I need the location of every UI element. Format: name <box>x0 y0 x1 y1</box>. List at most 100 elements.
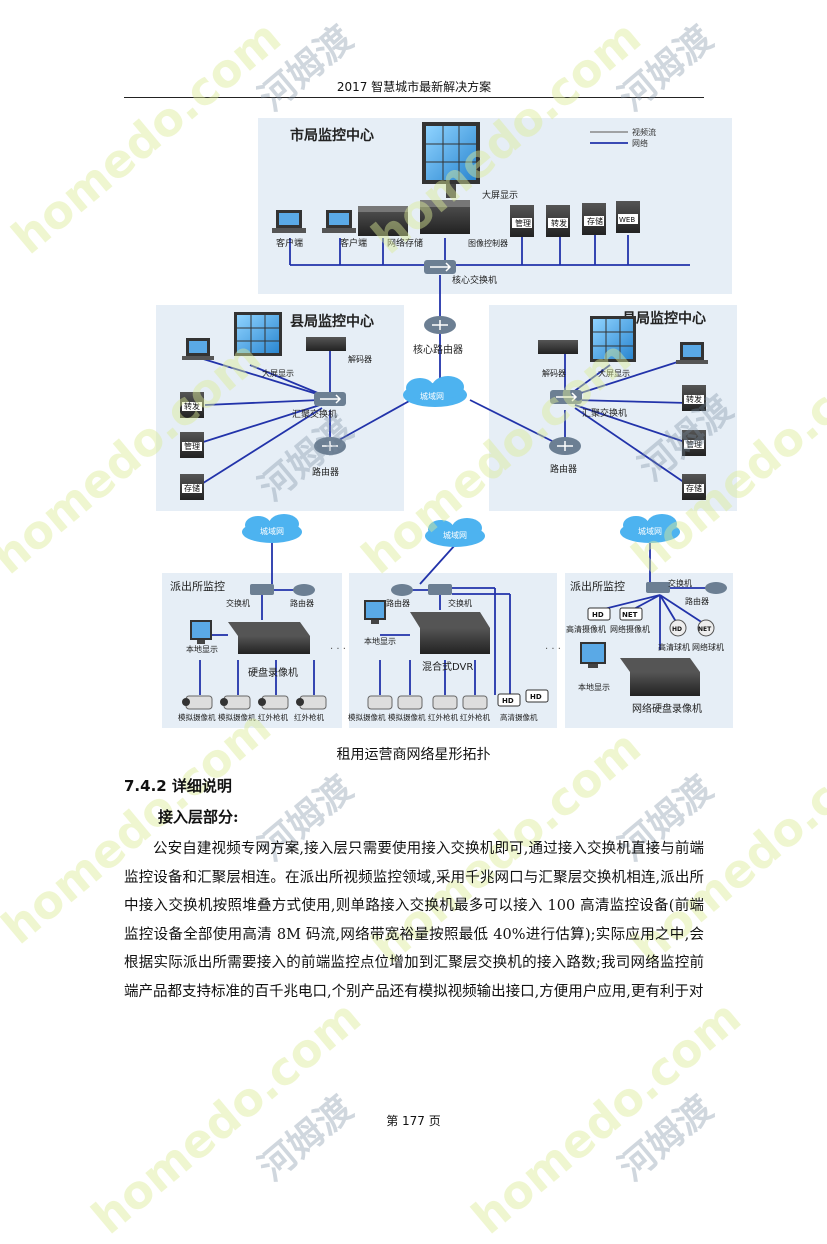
county-right-big-screen-label: 大屏显示 <box>598 368 630 378</box>
county-right-switch-label: 汇聚交换机 <box>582 407 627 419</box>
station-left-cam-4: 红外枪机 <box>294 712 324 722</box>
county-right-title: 县局监控中心 <box>622 310 706 327</box>
county-left-big-screen-label: 大屏显示 <box>262 368 294 378</box>
station-right-hd-dome-label: 高清球机 <box>658 642 690 652</box>
county-left-pc-icon <box>182 338 214 360</box>
station-right-switch-label: 交换机 <box>668 578 692 588</box>
station-right-net-cam-label: 网络摄像机 <box>610 624 650 634</box>
station-mid-wan-label: 城域网 <box>443 530 467 540</box>
core-router-label: 核心路由器 <box>413 343 463 356</box>
station-left-cam-1: 模拟摄像机 <box>178 712 216 722</box>
county-right-big-screen-icon <box>590 316 636 362</box>
station-mid-wan-cloud-icon <box>425 518 485 547</box>
station-right-net-dome-label: 网络球机 <box>692 642 724 652</box>
county-left-big-screen-icon <box>234 312 282 356</box>
page-number: 第 177 页 <box>386 1114 441 1128</box>
wan-label: 城域网 <box>420 391 444 401</box>
city-big-screen-label: 大屏显示 <box>482 189 518 201</box>
station-right-monitor-icon <box>580 642 606 668</box>
figure-caption: 租用运营商网络星形拓扑 <box>336 747 491 763</box>
county-right-server-storage: 存储 <box>686 483 702 493</box>
county-left-decoder-icon <box>306 337 346 351</box>
station-left-wan-label: 城域网 <box>260 526 284 536</box>
city-server-storage: 存储 <box>587 216 603 226</box>
county-right-decoder-label: 解码器 <box>542 368 566 378</box>
watermark-cn: 河姆渡 <box>611 1088 721 1190</box>
svg-text:HD: HD <box>502 697 514 705</box>
station-mid-cam-4: 红外枪机 <box>460 712 490 722</box>
station-right-hd-cams: HD NET HD NET <box>587 607 715 637</box>
station-left-recorder-label: 硬盘录像机 <box>248 666 298 679</box>
city-center-panel <box>258 118 732 294</box>
city-server-web: WEB <box>619 216 635 224</box>
station-left-camera-icons <box>182 695 327 710</box>
station-left-title: 派出所监控 <box>170 579 225 593</box>
station-left-local-label: 本地显示 <box>186 644 218 654</box>
subsection-title: 接入层部分: <box>158 808 239 826</box>
svg-text:NET: NET <box>698 626 712 633</box>
city-big-screen-icon <box>422 122 480 198</box>
county-left-server-storage: 存储 <box>184 483 200 493</box>
station-right-nvr-icon <box>620 658 700 696</box>
county-left-server-manage: 管理 <box>184 441 200 451</box>
core-router-icon <box>424 316 456 334</box>
station-right-switch-icon <box>646 582 670 593</box>
county-right-switch-icon <box>550 390 582 404</box>
dots-left: · · · <box>330 644 346 655</box>
city-image-controller-label: 图像控制器 <box>468 238 508 248</box>
svg-text:HD: HD <box>672 626 682 633</box>
county-left-router-label: 路由器 <box>312 466 339 478</box>
station-left-switch-label: 交换机 <box>226 598 250 608</box>
county-right-decoder-icon <box>538 340 578 354</box>
network-topology-diagram: 市局监控中心 视频流 网络 大屏显示 客户端 客户端 网络存储 图像控制器 管理… <box>156 118 737 728</box>
legend-video: 视频流 <box>632 127 656 137</box>
county-left-router-icon <box>314 437 346 455</box>
county-left-switch-icon <box>314 392 346 406</box>
county-left-server-forward: 转发 <box>184 401 200 411</box>
core-switch-label: 核心交换机 <box>452 274 497 286</box>
station-mid-cam-3: 红外枪机 <box>428 712 458 722</box>
station-mid-cam-5: 高清摄像机 <box>500 712 538 722</box>
station-right-local-label: 本地显示 <box>578 682 610 692</box>
city-storage-icon <box>358 206 408 236</box>
county-left-decoder-label: 解码器 <box>348 354 372 364</box>
station-mid-dvr-label: 混合式DVR <box>422 660 473 673</box>
county-right-router-label: 路由器 <box>550 463 577 475</box>
county-right-server-forward: 转发 <box>686 394 702 404</box>
station-mid-switch-icon <box>428 584 452 595</box>
watermark-cn: 河姆渡 <box>251 1088 361 1190</box>
page-header: 2017 智慧城市最新解决方案 <box>336 80 492 94</box>
county-left-servers <box>180 392 204 500</box>
legend-network: 网络 <box>632 138 648 148</box>
station-mid-cam-2: 模拟摄像机 <box>388 712 426 722</box>
station-right-wan-label: 城域网 <box>638 526 662 536</box>
station-right-router-icon <box>705 582 727 594</box>
station-left-router-label: 路由器 <box>290 598 314 608</box>
station-mid-dvr-icon <box>410 612 490 654</box>
city-client-1-label: 客户端 <box>276 237 303 249</box>
city-center-title: 市局监控中心 <box>290 127 374 144</box>
city-client-2-label: 客户端 <box>340 237 367 249</box>
city-storage-label: 网络存储 <box>387 237 423 249</box>
city-client-1-icon <box>272 210 306 233</box>
city-server-manage: 管理 <box>515 218 531 228</box>
station-left-cam-2: 模拟摄像机 <box>218 712 256 722</box>
station-mid-router-icon <box>391 584 413 596</box>
station-mid-local-label: 本地显示 <box>364 636 396 646</box>
header-rule <box>124 97 704 98</box>
station-left-recorder-icon <box>228 622 310 654</box>
station-mid-router-label: 路由器 <box>386 598 410 608</box>
station-mid-switch-label: 交换机 <box>448 598 472 608</box>
station-mid-monitor-icon <box>364 600 386 624</box>
city-image-controller-icon <box>420 200 470 234</box>
core-switch-icon <box>424 260 456 274</box>
city-client-2-icon <box>322 210 356 233</box>
county-right-pc-icon <box>676 342 708 364</box>
county-left-switch-label: 汇聚交换机 <box>292 408 337 420</box>
city-server-forward: 转发 <box>551 218 567 228</box>
station-left-switch-icon <box>250 584 274 595</box>
station-right-wan-cloud-icon <box>620 514 680 543</box>
station-right-hd-cam-label: 高清摄像机 <box>566 624 606 634</box>
station-left-monitor-icon <box>190 620 212 644</box>
station-left-wan-cloud-icon <box>242 514 302 543</box>
